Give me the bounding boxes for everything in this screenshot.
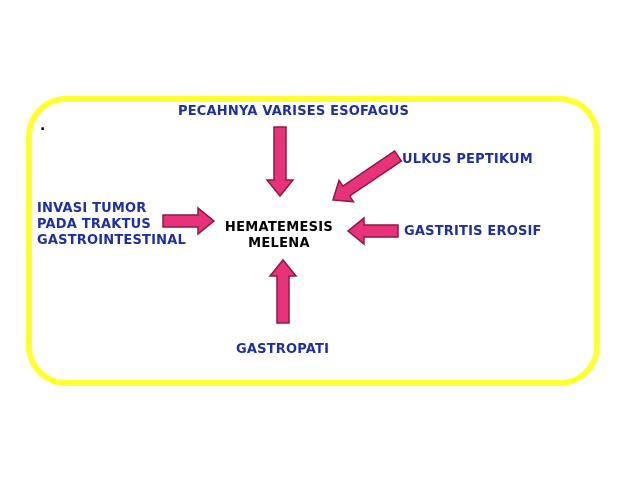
arrow-from-top — [265, 126, 295, 198]
cause-label-bottom: GASTROPATI — [236, 342, 330, 357]
cause-label-left-line3: GASTROINTESTINAL — [37, 233, 186, 248]
cause-label-left-line2: PADA TRAKTUS — [37, 217, 151, 232]
center-label-line1: HEMATEMESIS — [224, 220, 334, 235]
center-label: HEMATEMESIS MELENA — [214, 220, 344, 252]
cause-label-top: PECAHNYA VARISES ESOFAGUS — [178, 104, 410, 119]
arrow-from-right — [346, 216, 399, 246]
cause-label-left-line1: INVASI TUMOR — [37, 201, 147, 216]
arrow-from-top-right — [332, 149, 403, 203]
rounded-frame — [26, 96, 600, 386]
cause-label-right: GASTRITIS EROSIF — [404, 224, 542, 239]
arrow-from-bottom — [268, 258, 298, 324]
center-label-line2: MELENA — [248, 236, 310, 251]
stray-mark: . — [40, 118, 46, 134]
arrow-from-left — [162, 206, 216, 236]
cause-label-top-right: ULKUS PEPTIKUM — [402, 152, 533, 167]
cause-label-left: INVASI TUMOR PADA TRAKTUS GASTROINTESTIN… — [37, 201, 186, 249]
